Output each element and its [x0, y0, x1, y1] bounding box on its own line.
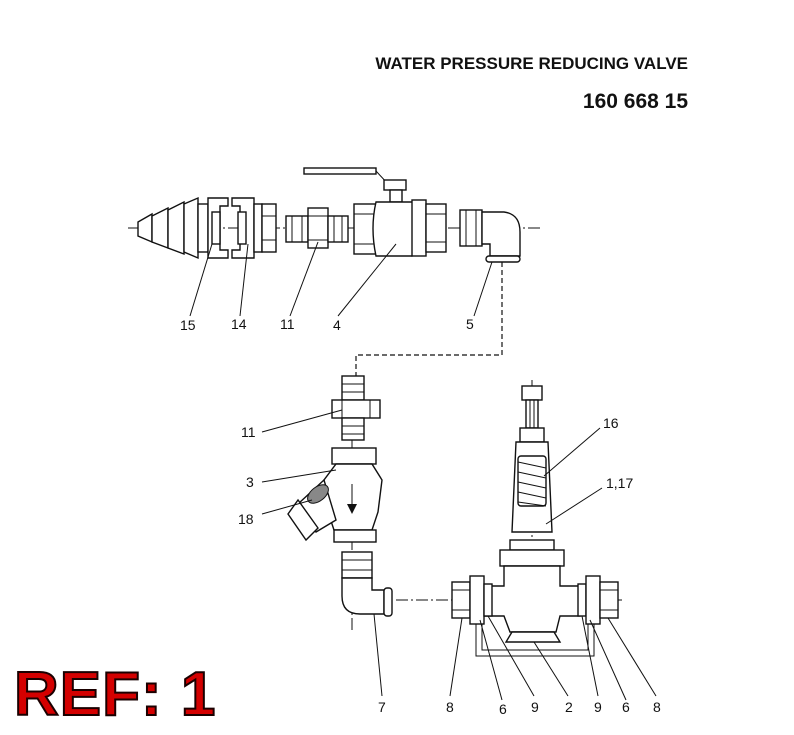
callout-6-left: 6 — [499, 701, 507, 717]
callout-11-top: 11 — [280, 316, 295, 332]
part-15-hose-barb — [137, 196, 229, 260]
callout-2: 2 — [565, 699, 573, 715]
callout-11-mid: 11 — [241, 424, 256, 440]
part-16-spring-housing — [509, 385, 555, 551]
part-11-nipple-vertical — [331, 375, 381, 441]
part-4-ball-valve — [303, 167, 447, 257]
callout-18: 18 — [238, 511, 254, 527]
callout-3: 3 — [246, 474, 254, 490]
callout-7: 7 — [378, 699, 386, 715]
callout-14: 14 — [231, 316, 247, 332]
callout-8-right: 8 — [653, 699, 661, 715]
part-5-elbow — [459, 209, 521, 263]
callout-16: 16 — [603, 415, 619, 431]
callout-9-right: 9 — [594, 699, 602, 715]
callout-5: 5 — [466, 316, 474, 332]
part-number: 160 668 15 — [582, 90, 688, 113]
callout-1-17: 1,17 — [606, 475, 633, 491]
diagram-title: WATER PRESSURE REDUCING VALVE — [375, 54, 688, 73]
reducer-assembly — [396, 380, 657, 701]
callout-4: 4 — [333, 317, 341, 333]
callout-15: 15 — [180, 317, 196, 333]
part-3-strainer-body — [287, 447, 383, 543]
part-14-coupling — [231, 197, 277, 259]
left-fittings — [451, 575, 493, 625]
top-assembly — [128, 167, 540, 378]
callout-6-right: 6 — [622, 699, 630, 715]
strainer-assembly — [261, 375, 393, 697]
callout-labels: 15 14 11 4 5 11 3 18 16 1,17 7 8 6 9 2 9… — [180, 316, 661, 717]
part-11-nipple — [285, 207, 349, 249]
ref-label: REF: 1 — [13, 660, 217, 729]
callout-9-left: 9 — [531, 699, 539, 715]
part-2-reducer-body — [483, 549, 581, 643]
right-fittings — [577, 575, 619, 625]
part-7-elbow — [341, 551, 393, 617]
callout-8-left: 8 — [446, 699, 454, 715]
